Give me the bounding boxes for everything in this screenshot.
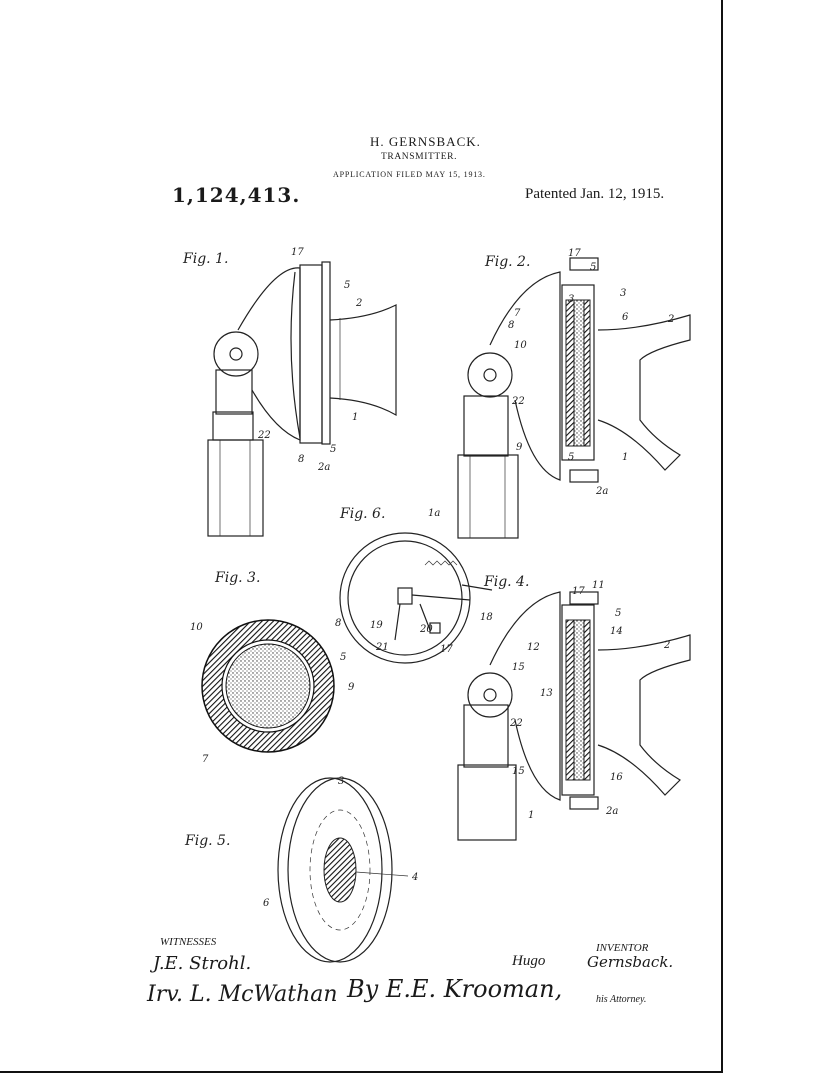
reference-numeral: 21 [375,642,389,653]
witness-signature-2: Irv. L. McWathan [147,982,338,1007]
reference-numeral: 9 [348,682,355,693]
reference-numeral: 18 [480,612,493,623]
reference-numeral: 15 [512,766,525,777]
reference-numeral: 4 [411,872,418,883]
inventor-signature-last: Gernsback. [587,953,674,971]
figure-2: Fig. 2. 17 5 3 3 6 2 7 8 10 22 9 5 1 2a [457,248,691,539]
reference-numeral: 9 [516,442,523,453]
attorney-signature: By E.E. Krooman, [347,975,563,1003]
reference-numeral: 14 [610,626,623,637]
reference-numeral: 3 [620,288,626,299]
reference-numeral: 20 [419,624,433,635]
reference-numeral: 2a [595,486,608,497]
reference-numeral: 7 [514,308,521,319]
reference-numeral: 11 [592,580,605,591]
inventor-label: INVENTOR [596,942,649,954]
page-border-bottom [0,1071,723,1073]
reference-numeral: 1a [428,508,440,519]
page-border-right [721,0,723,1073]
fig1-label: Fig. 1. [182,251,228,267]
reference-numeral: 22 [511,396,525,407]
fig5-label: Fig. 5. [184,833,230,849]
reference-numeral: 13 [540,688,553,699]
reference-numeral: 3 [568,294,574,305]
reference-numeral: 8 [298,454,304,465]
witness-signature-1: J.E. Strohl. [153,953,252,974]
reference-numeral: 16 [610,772,623,783]
reference-numeral: 19 [370,620,383,631]
reference-numeral: 5 [590,262,596,273]
reference-numeral: 2 [663,640,670,651]
reference-numeral: 17 [572,586,585,597]
reference-numeral: 2 [355,298,362,309]
fig2-label: Fig. 2. [484,254,530,270]
reference-numeral: 1 [528,810,534,821]
reference-numeral: 1 [622,452,628,463]
figure-4: Fig. 4. 17 11 5 14 2 12 15 13 22 15 16 1… [457,574,691,841]
inventor-signature-first: Hugo [512,953,546,969]
reference-numeral: 8 [508,320,514,331]
patented-date: Patented Jan. 12, 1915. [525,186,665,202]
fig4-label: Fig. 4. [483,574,529,590]
reference-numeral: 3 [338,776,344,787]
reference-numeral: 10 [190,622,203,633]
figure-5: Fig. 5. 3 4 6 [184,776,418,963]
patent-title: TRANSMITTER. [381,152,458,162]
witnesses-label: WITNESSES [160,936,217,948]
fig3-label: Fig. 3. [214,570,260,586]
reference-numeral: 22 [509,718,523,729]
reference-numeral: 2 [667,314,674,325]
patent-number: 1,124,413. [172,183,301,207]
reference-numeral: 22 [257,430,271,441]
reference-numeral: 12 [527,642,540,653]
reference-numeral: 8 [335,618,341,629]
reference-numeral: 10 [514,340,527,351]
reference-numeral: 17 [291,247,304,258]
reference-numeral: 6 [622,312,629,323]
fig6-label: Fig. 6. [339,506,385,522]
reference-numeral: 1 [352,412,358,423]
reference-numeral: 5 [615,608,621,619]
reference-numeral: 2a [317,462,330,473]
reference-numeral: 5 [340,652,346,663]
reference-numeral: 5 [568,452,574,463]
reference-numeral: 17 [568,248,581,259]
figure-6: Fig. 6. 1a 18 19 20 21 17 [339,506,493,664]
figure-1: Fig. 1. 17 5 2 1 22 8 5 2a [182,247,397,537]
reference-numeral: 6 [263,898,270,909]
reference-numeral: 5 [330,444,336,455]
reference-numeral: 17 [440,644,453,655]
attorney-label: his Attorney. [596,994,647,1005]
reference-numeral: 5 [344,280,350,291]
reference-numeral: 15 [512,662,525,673]
reference-numeral: 2a [605,806,618,817]
reference-numeral: 7 [202,754,209,765]
application-filed: APPLICATION FILED MAY 15, 1913. [333,170,486,179]
inventor-name: H. GERNSBACK. [370,134,481,149]
figure-3: Fig. 3. 10 8 5 9 7 [190,570,355,765]
